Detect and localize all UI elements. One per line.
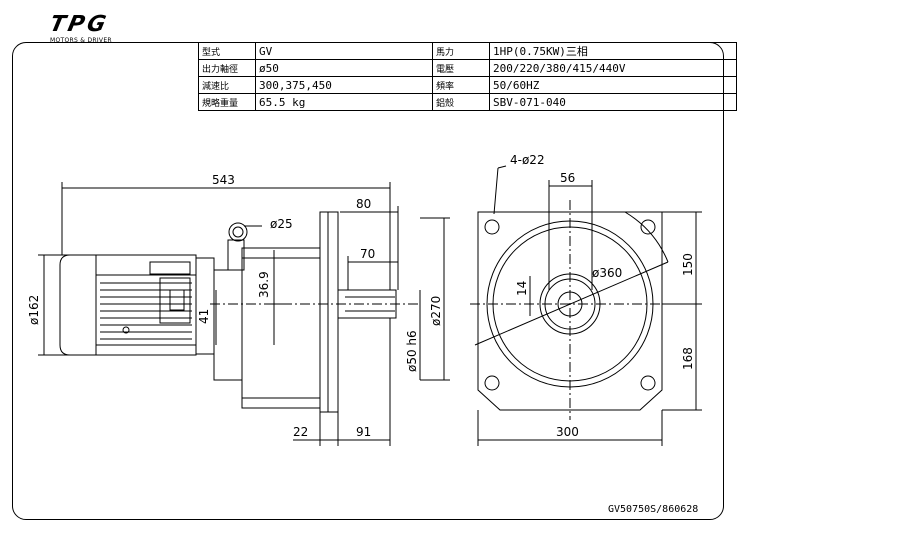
spec-value: 65.5 kg	[255, 93, 433, 111]
dim-eyebolt-dia: ø25	[270, 217, 293, 231]
dim-upper-height: 150	[681, 253, 695, 276]
logo-subtitle: MOTORS & DRIVER	[50, 37, 112, 44]
dim-motor-dia: ø162	[27, 295, 41, 325]
dim-shaft-dia: ø50 h6	[405, 330, 419, 372]
dim-key-height: 14	[515, 281, 529, 296]
dim-shaft-length: 70	[360, 247, 375, 261]
dim-key-width: 56	[560, 171, 575, 185]
eye-bolt	[228, 222, 262, 242]
company-logo: TPG MOTORS & DRIVER	[47, 12, 130, 52]
drawing-number: GV50750S/860628	[608, 504, 699, 515]
spec-table: 型式 GV 馬力 1HP(0.75KW)三相 出力軸徑 ø50 電壓 200/2…	[198, 42, 737, 111]
dim-bolt-holes: 4-ø22	[510, 153, 545, 167]
dim-flange-width: 300	[556, 425, 579, 439]
dim-lower-height: 168	[681, 347, 695, 370]
dim-height-41: 41	[197, 309, 211, 324]
dim-overall-length: 543	[212, 173, 235, 187]
spec-value: SBV-071-040	[489, 93, 737, 111]
spec-row: 規略重量 65.5 kg 鋁殼 SBV-071-040	[198, 93, 737, 111]
motor-body	[59, 254, 197, 356]
spec-key: 規略重量	[198, 93, 256, 111]
gear-housing	[195, 211, 339, 413]
dim-91: 91	[356, 425, 371, 439]
dim-flange-dia: ø270	[429, 296, 443, 326]
dim-flange-to-end: 80	[356, 197, 371, 211]
dim-height-369: 36.9	[257, 271, 271, 298]
dim-pcd: ø360	[592, 266, 622, 280]
spec-value: 200/220/380/415/440V	[489, 59, 737, 77]
dim-22: 22	[293, 425, 308, 439]
